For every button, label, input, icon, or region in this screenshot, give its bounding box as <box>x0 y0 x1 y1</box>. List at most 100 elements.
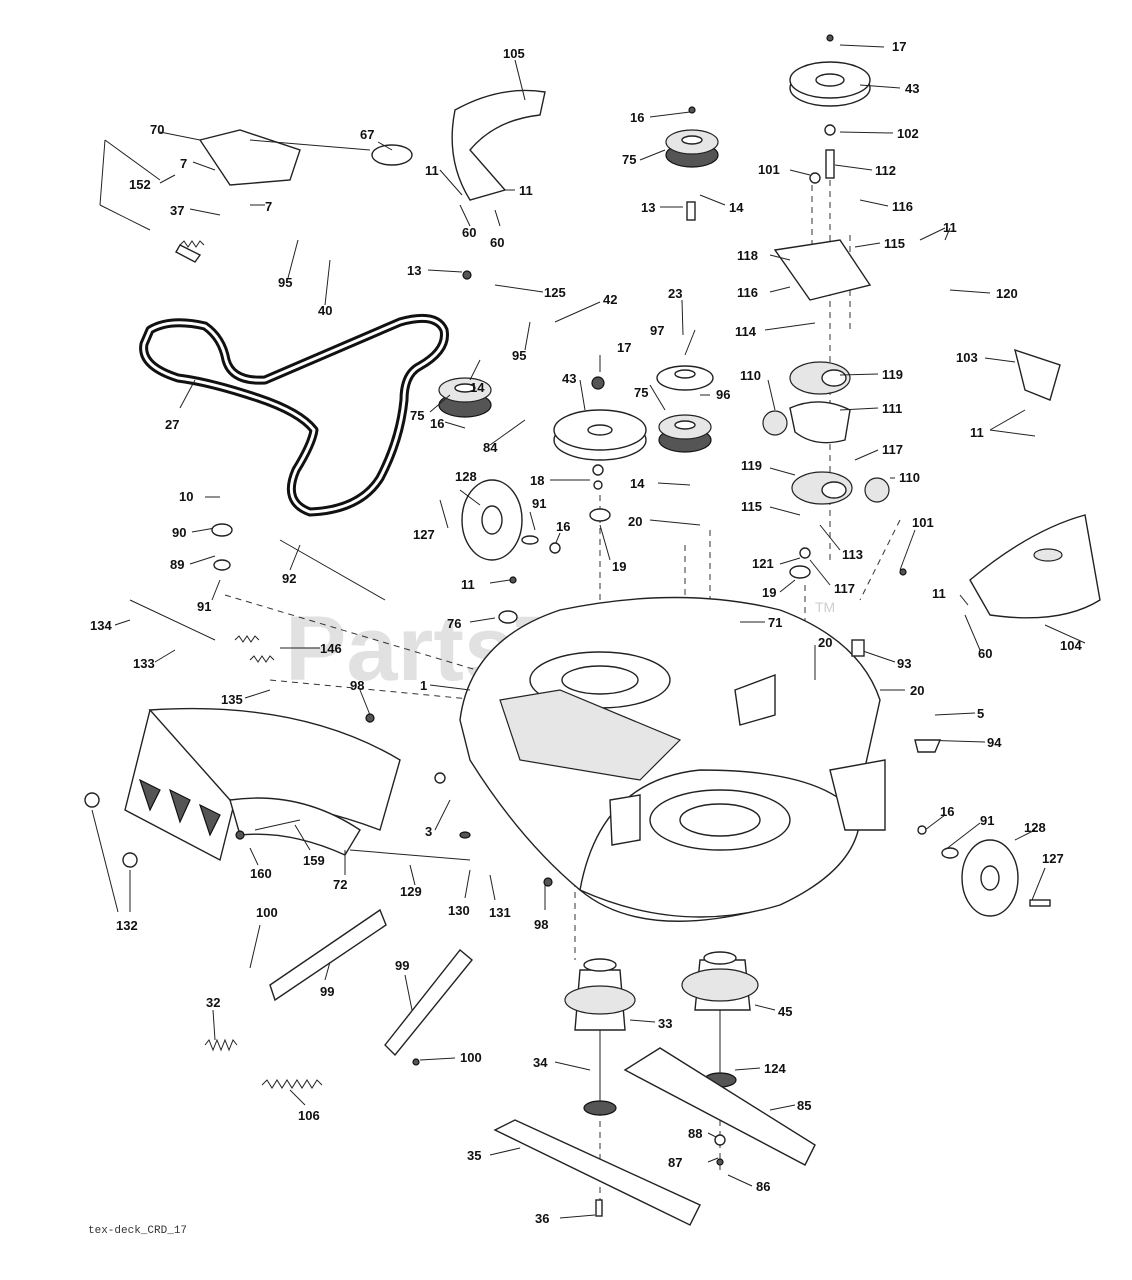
leader-lines <box>91 44 1086 1219</box>
callout-label: 97 <box>650 323 664 338</box>
callout-label: 112 <box>875 163 896 178</box>
callout-label: 130 <box>448 903 470 918</box>
drive-belt <box>139 313 449 517</box>
callout-label: 70 <box>150 122 164 137</box>
callout-label: 98 <box>534 917 548 932</box>
callout-label: 45 <box>778 1004 792 1019</box>
callout-label: 14 <box>470 380 485 395</box>
callout-label: 42 <box>603 292 617 307</box>
callout-label: 118 <box>737 248 758 263</box>
callout-label: 84 <box>483 440 498 455</box>
callout-label: 23 <box>668 286 682 301</box>
callout-label: 131 <box>489 905 511 920</box>
callout-label: 104 <box>1060 638 1082 653</box>
callout-label: 119 <box>882 367 903 382</box>
callout-label: 106 <box>298 1108 320 1123</box>
callout-label: 88 <box>688 1126 702 1141</box>
callout-label: 36 <box>535 1211 549 1226</box>
callout-label: 40 <box>318 303 332 318</box>
callout-label: 11 <box>519 183 533 198</box>
callout-label: 129 <box>400 884 422 899</box>
idler-pulley-75-left <box>438 377 492 418</box>
bracket-103 <box>1014 348 1061 401</box>
callout-label: 11 <box>943 220 957 235</box>
callout-label: 116 <box>892 199 913 214</box>
callout-label: 135 <box>221 692 243 707</box>
callout-label: 116 <box>737 285 758 300</box>
callout-label: 121 <box>752 556 774 571</box>
lift-arm-99-upper <box>269 908 387 1002</box>
bracket-118 <box>773 239 872 301</box>
callout-label: 100 <box>460 1050 482 1065</box>
spring-146 <box>234 635 275 663</box>
callout-label: 85 <box>797 1098 811 1113</box>
callout-label: 72 <box>333 877 347 892</box>
callout-label: 92 <box>282 571 296 586</box>
callout-label: 16 <box>940 804 954 819</box>
callout-label: 101 <box>912 515 934 530</box>
callout-label: 110 <box>740 368 761 383</box>
pulley-43-top <box>789 61 871 107</box>
callout-label: 99 <box>320 984 334 999</box>
gear-119-bottom <box>791 471 853 505</box>
callout-label: 91 <box>197 599 211 614</box>
callout-label: 35 <box>467 1148 481 1163</box>
deck-housing <box>459 596 886 922</box>
belt-cover-105 <box>451 89 546 201</box>
callout-label: 32 <box>206 995 220 1010</box>
discharge-chute <box>84 707 401 868</box>
callout-label: 20 <box>910 683 924 698</box>
callout-label: 60 <box>462 225 476 240</box>
callout-label: 132 <box>116 918 138 933</box>
callout-label: 14 <box>630 476 645 491</box>
callout-label: 76 <box>447 616 461 631</box>
callout-label: 75 <box>622 152 636 167</box>
callout-label: 11 <box>461 577 475 592</box>
callout-label: 7 <box>265 199 272 214</box>
callout-label: 13 <box>641 200 655 215</box>
callout-label: 33 <box>658 1016 672 1031</box>
callout-label: 134 <box>90 618 112 633</box>
pulley-97 <box>656 365 714 391</box>
callout-label: 146 <box>320 641 342 656</box>
callout-labels: 17 43 102 112 101 116 115 11 120 118 116… <box>90 39 1082 1226</box>
callout-label: 13 <box>407 263 421 278</box>
callout-label: 19 <box>762 585 776 600</box>
gauge-wheel-left <box>461 479 523 561</box>
callout-label: 111 <box>882 401 902 416</box>
callout-label: 113 <box>842 547 863 562</box>
callout-label: 115 <box>884 236 905 251</box>
callout-label: 3 <box>425 824 432 839</box>
callout-label: 117 <box>882 442 903 457</box>
callout-label: 152 <box>129 177 151 192</box>
spindle-45 <box>681 951 759 1088</box>
callout-label: 16 <box>430 416 444 431</box>
callout-label: 87 <box>668 1155 682 1170</box>
watermark-trademark: TM <box>815 599 835 615</box>
callout-label: 37 <box>170 203 184 218</box>
callout-label: 71 <box>768 615 782 630</box>
callout-label: 99 <box>395 958 409 973</box>
callout-label: 60 <box>978 646 992 661</box>
callout-label: 11 <box>970 425 984 440</box>
callout-label: 75 <box>410 408 424 423</box>
callout-label: 95 <box>278 275 292 290</box>
pulley-43-mid <box>553 409 647 461</box>
gearbox-cover-104 <box>969 514 1101 619</box>
callout-label: 105 <box>503 46 525 61</box>
gear-119-top <box>789 361 851 395</box>
callout-label: 120 <box>996 286 1018 301</box>
callout-label: 34 <box>533 1055 548 1070</box>
callout-label: 95 <box>512 348 526 363</box>
hardware <box>211 34 1051 1217</box>
gasket-111 <box>789 401 851 444</box>
callout-label: 19 <box>612 559 626 574</box>
idler-pulley-75-mid <box>658 414 712 453</box>
callout-label: 128 <box>1024 820 1046 835</box>
callout-label: 43 <box>562 371 576 386</box>
callout-label: 7 <box>180 156 187 171</box>
callout-label: 98 <box>350 678 364 693</box>
callout-label: 100 <box>256 905 278 920</box>
blade-35 <box>493 1119 701 1226</box>
callout-label: 127 <box>1042 851 1064 866</box>
